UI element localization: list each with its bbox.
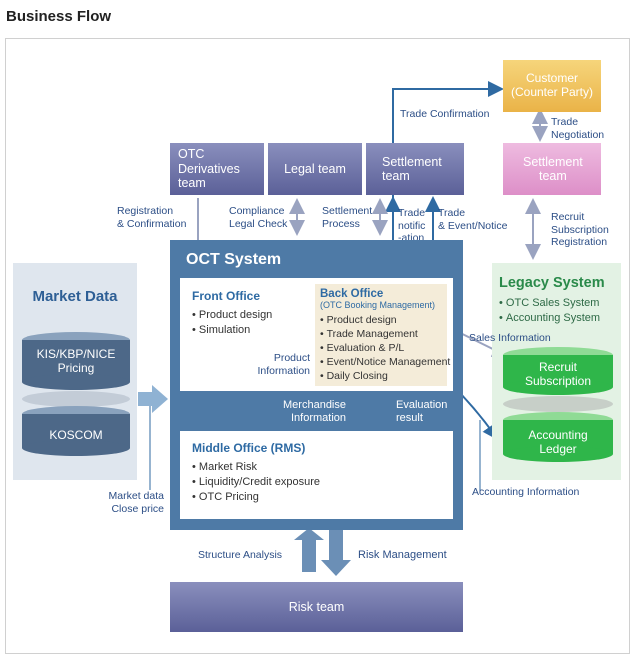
- back-office-item: • Event/Notice Management: [320, 356, 451, 368]
- front-office-item: • Simulation: [192, 324, 251, 336]
- oct-system-title: OCT System: [186, 251, 282, 268]
- product-information-label: Product Information: [257, 352, 310, 377]
- recruit-subscription-db: Recruit Subscription: [524, 360, 592, 388]
- sales-information-label: Sales Information: [469, 332, 551, 344]
- front-office-item: • Product design: [192, 309, 273, 321]
- structure-analysis-label: Structure Analysis: [198, 549, 283, 561]
- market-data-arrow: [138, 385, 168, 413]
- accounting-ledger-db: Accounting Ledger: [528, 428, 588, 456]
- settlement-process-label: Settlement Process: [322, 205, 373, 230]
- legal-team-box: Legal team: [268, 143, 362, 195]
- structure-analysis-arrow: [294, 528, 324, 572]
- trade-confirmation-label: Trade Confirmation: [400, 108, 490, 120]
- trade-notification-label: Trade notific -ation: [398, 207, 426, 245]
- customer-box: Customer (Counter Party): [503, 60, 601, 112]
- trade-event-notice-label: Trade & Event/Notice: [438, 207, 508, 232]
- back-office-item: • Daily Closing: [320, 370, 388, 382]
- registration-confirmation-label: Registration & Confirmation: [117, 205, 187, 230]
- market-data-close-price-label: Market data Close price: [108, 490, 164, 515]
- accounting-information-label: Accounting Information: [472, 486, 580, 498]
- risk-team-box: Risk team: [170, 582, 463, 632]
- legacy-drums: [503, 347, 613, 462]
- kis-kbp-nice-pricing-db: KIS/KBP/NICE Pricing: [36, 347, 116, 375]
- compliance-legal-check-label: Compliance Legal Check: [229, 205, 288, 230]
- koscom-db: KOSCOM: [49, 428, 103, 443]
- back-office-panel: [315, 284, 447, 386]
- back-office-item: • Trade Management: [320, 328, 418, 340]
- legacy-system-title: Legacy System: [499, 275, 605, 291]
- page-title: Business Flow: [6, 8, 112, 25]
- settlement-team-box: Settlement team: [366, 143, 464, 195]
- middle-office-item: • Market Risk: [192, 461, 257, 473]
- market-data-title: Market Data: [32, 288, 118, 305]
- back-office-item: • Evaluation & P/L: [320, 342, 405, 354]
- middle-office-title: Middle Office (RMS): [192, 441, 306, 455]
- trade-negotiation-label: Trade Negotiation: [551, 116, 605, 141]
- back-office-item: • Product design: [320, 314, 397, 326]
- middle-office-panel: [180, 431, 453, 519]
- merchandise-information-label: Merchandise Information: [283, 399, 346, 424]
- legacy-item: • OTC Sales System: [499, 297, 600, 309]
- market-data-drums: [22, 332, 130, 456]
- back-office-subtitle: (OTC Booking Management): [320, 300, 436, 310]
- settlement-team-cp-box: Settlement team: [503, 143, 601, 195]
- evaluation-result-label: Evaluation result: [396, 399, 448, 424]
- middle-office-item: • OTC Pricing: [192, 491, 259, 503]
- risk-management-arrow: [321, 530, 351, 576]
- back-office-title: Back Office: [320, 288, 384, 300]
- front-office-title: Front Office: [192, 289, 260, 303]
- otc-derivatives-team-box: OTC Derivatives team: [170, 143, 264, 195]
- middle-office-item: • Liquidity/Credit exposure: [192, 476, 320, 488]
- legacy-item: • Accounting System: [499, 312, 601, 324]
- recruit-subscription-registration-label: Recruit Subscription Registration: [551, 211, 609, 249]
- risk-management-label: Risk Management: [358, 549, 447, 561]
